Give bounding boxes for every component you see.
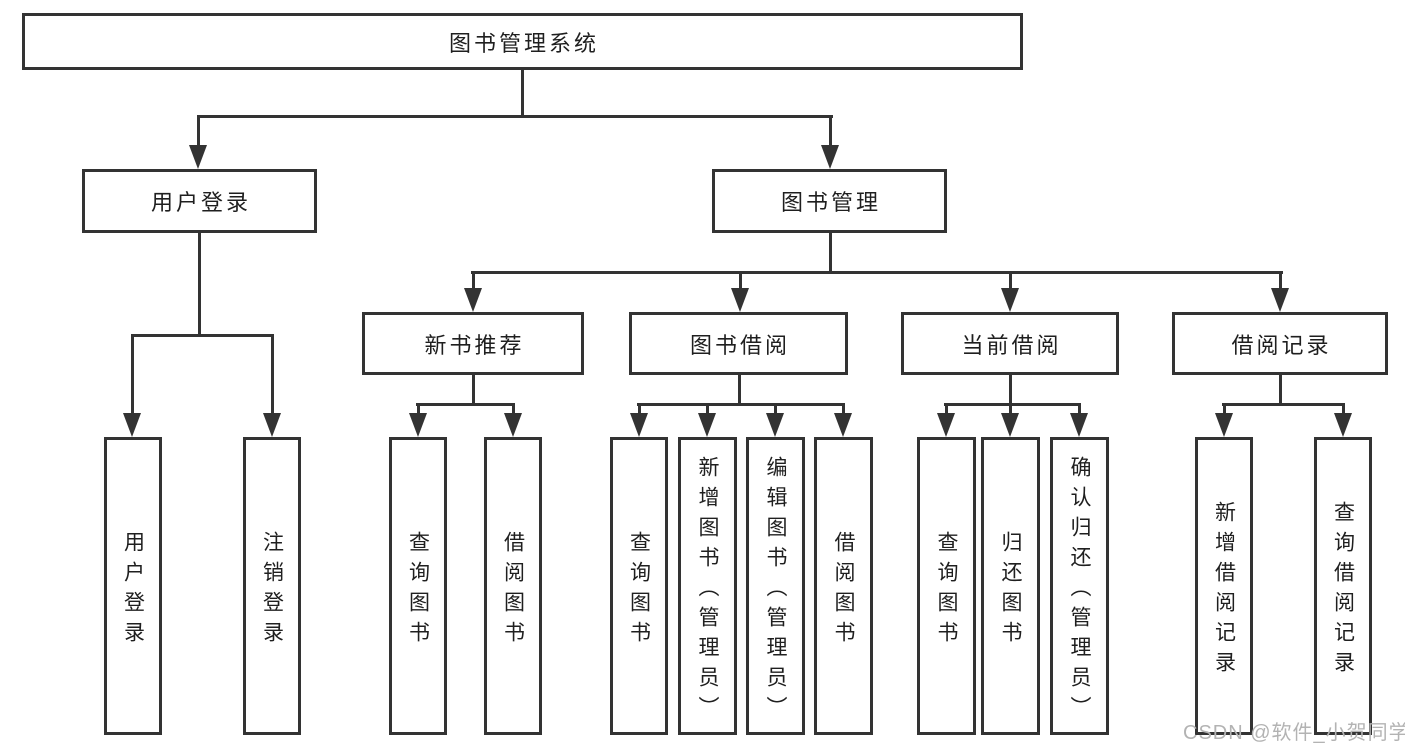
node-leaf-return-books: 归还图书 [981,437,1040,735]
connector-line [738,375,741,406]
arrowhead-icon [123,413,141,437]
connector-line [1009,375,1012,406]
arrowhead-icon [189,145,207,169]
arrowhead-icon [821,145,839,169]
node-leaf-search-books-3: 查询图书 [917,437,976,735]
node-leaf-edit-books-admin: 编辑图书（管理员） [746,437,805,735]
arrowhead-icon [698,413,716,437]
connector-arrow-shaft [1222,403,1226,419]
node-leaf-search-books: 查询图书 [389,437,447,735]
connector-arrow-shaft [1008,271,1012,294]
node-leaf-borrow-books-2: 借阅图书 [814,437,873,735]
arrowhead-icon [834,413,852,437]
arrowhead-icon [464,288,482,312]
node-current-borrowing: 当前借阅 [901,312,1119,375]
connector-arrow-shaft [773,403,777,419]
connector-arrow-shaft [471,271,475,294]
connector-line [198,233,201,337]
arrowhead-icon [1334,413,1352,437]
arrowhead-icon [630,413,648,437]
node-leaf-logout: 注销登录 [243,437,301,735]
arrowhead-icon [1271,288,1289,312]
connector-line [944,403,1081,406]
arrowhead-icon [1215,413,1233,437]
arrowhead-icon [1001,413,1019,437]
connector-line [829,233,832,274]
connector-line [637,403,845,406]
arrowhead-icon [504,413,522,437]
node-library-system: 图书管理系统 [22,13,1023,70]
node-user-login: 用户登录 [82,169,317,233]
connector-line [197,115,833,118]
connector-arrow-shaft [828,116,832,151]
arrowhead-icon [1001,288,1019,312]
connector-arrow-shaft [705,403,709,419]
node-book-borrowing: 图书借阅 [629,312,848,375]
connector-arrow-shaft [637,403,641,419]
arrowhead-icon [937,413,955,437]
watermark: CSDN @软件_小贺同学 [1183,722,1405,744]
node-leaf-add-borrow-record: 新增借阅记录 [1195,437,1253,735]
node-borrowing-records: 借阅记录 [1172,312,1388,375]
arrowhead-icon [766,413,784,437]
connector-arrow-shaft [1278,271,1282,294]
connector-line [471,271,1283,274]
connector-arrow-shaft [196,116,200,151]
connector-arrow-shaft [1341,403,1345,419]
connector-arrow-shaft [738,271,742,294]
node-book-management: 图书管理 [712,169,947,233]
connector-arrow-shaft [130,334,134,419]
arrowhead-icon [409,413,427,437]
connector-line [1279,375,1282,406]
connector-arrow-shaft [511,403,515,419]
node-leaf-add-books-admin: 新增图书（管理员） [678,437,737,735]
node-leaf-user-login: 用户登录 [104,437,162,735]
connector-line [416,403,515,406]
arrowhead-icon [1070,413,1088,437]
connector-arrow-shaft [841,403,845,419]
arrowhead-icon [731,288,749,312]
connector-arrow-shaft [1077,403,1081,419]
connector-line [472,375,475,406]
connector-line [521,68,524,118]
node-new-book-recommendation: 新书推荐 [362,312,584,375]
arrowhead-icon [263,413,281,437]
connector-arrow-shaft [416,403,420,419]
node-leaf-confirm-return-admin: 确认归还（管理员） [1050,437,1109,735]
connector-arrow-shaft [1008,403,1012,419]
connector-arrow-shaft [944,403,948,419]
node-leaf-borrow-books: 借阅图书 [484,437,542,735]
node-leaf-search-books-2: 查询图书 [610,437,668,735]
connector-line [131,334,274,337]
connector-arrow-shaft [270,334,274,419]
node-leaf-search-borrow-record: 查询借阅记录 [1314,437,1372,735]
connector-line [1222,403,1345,406]
